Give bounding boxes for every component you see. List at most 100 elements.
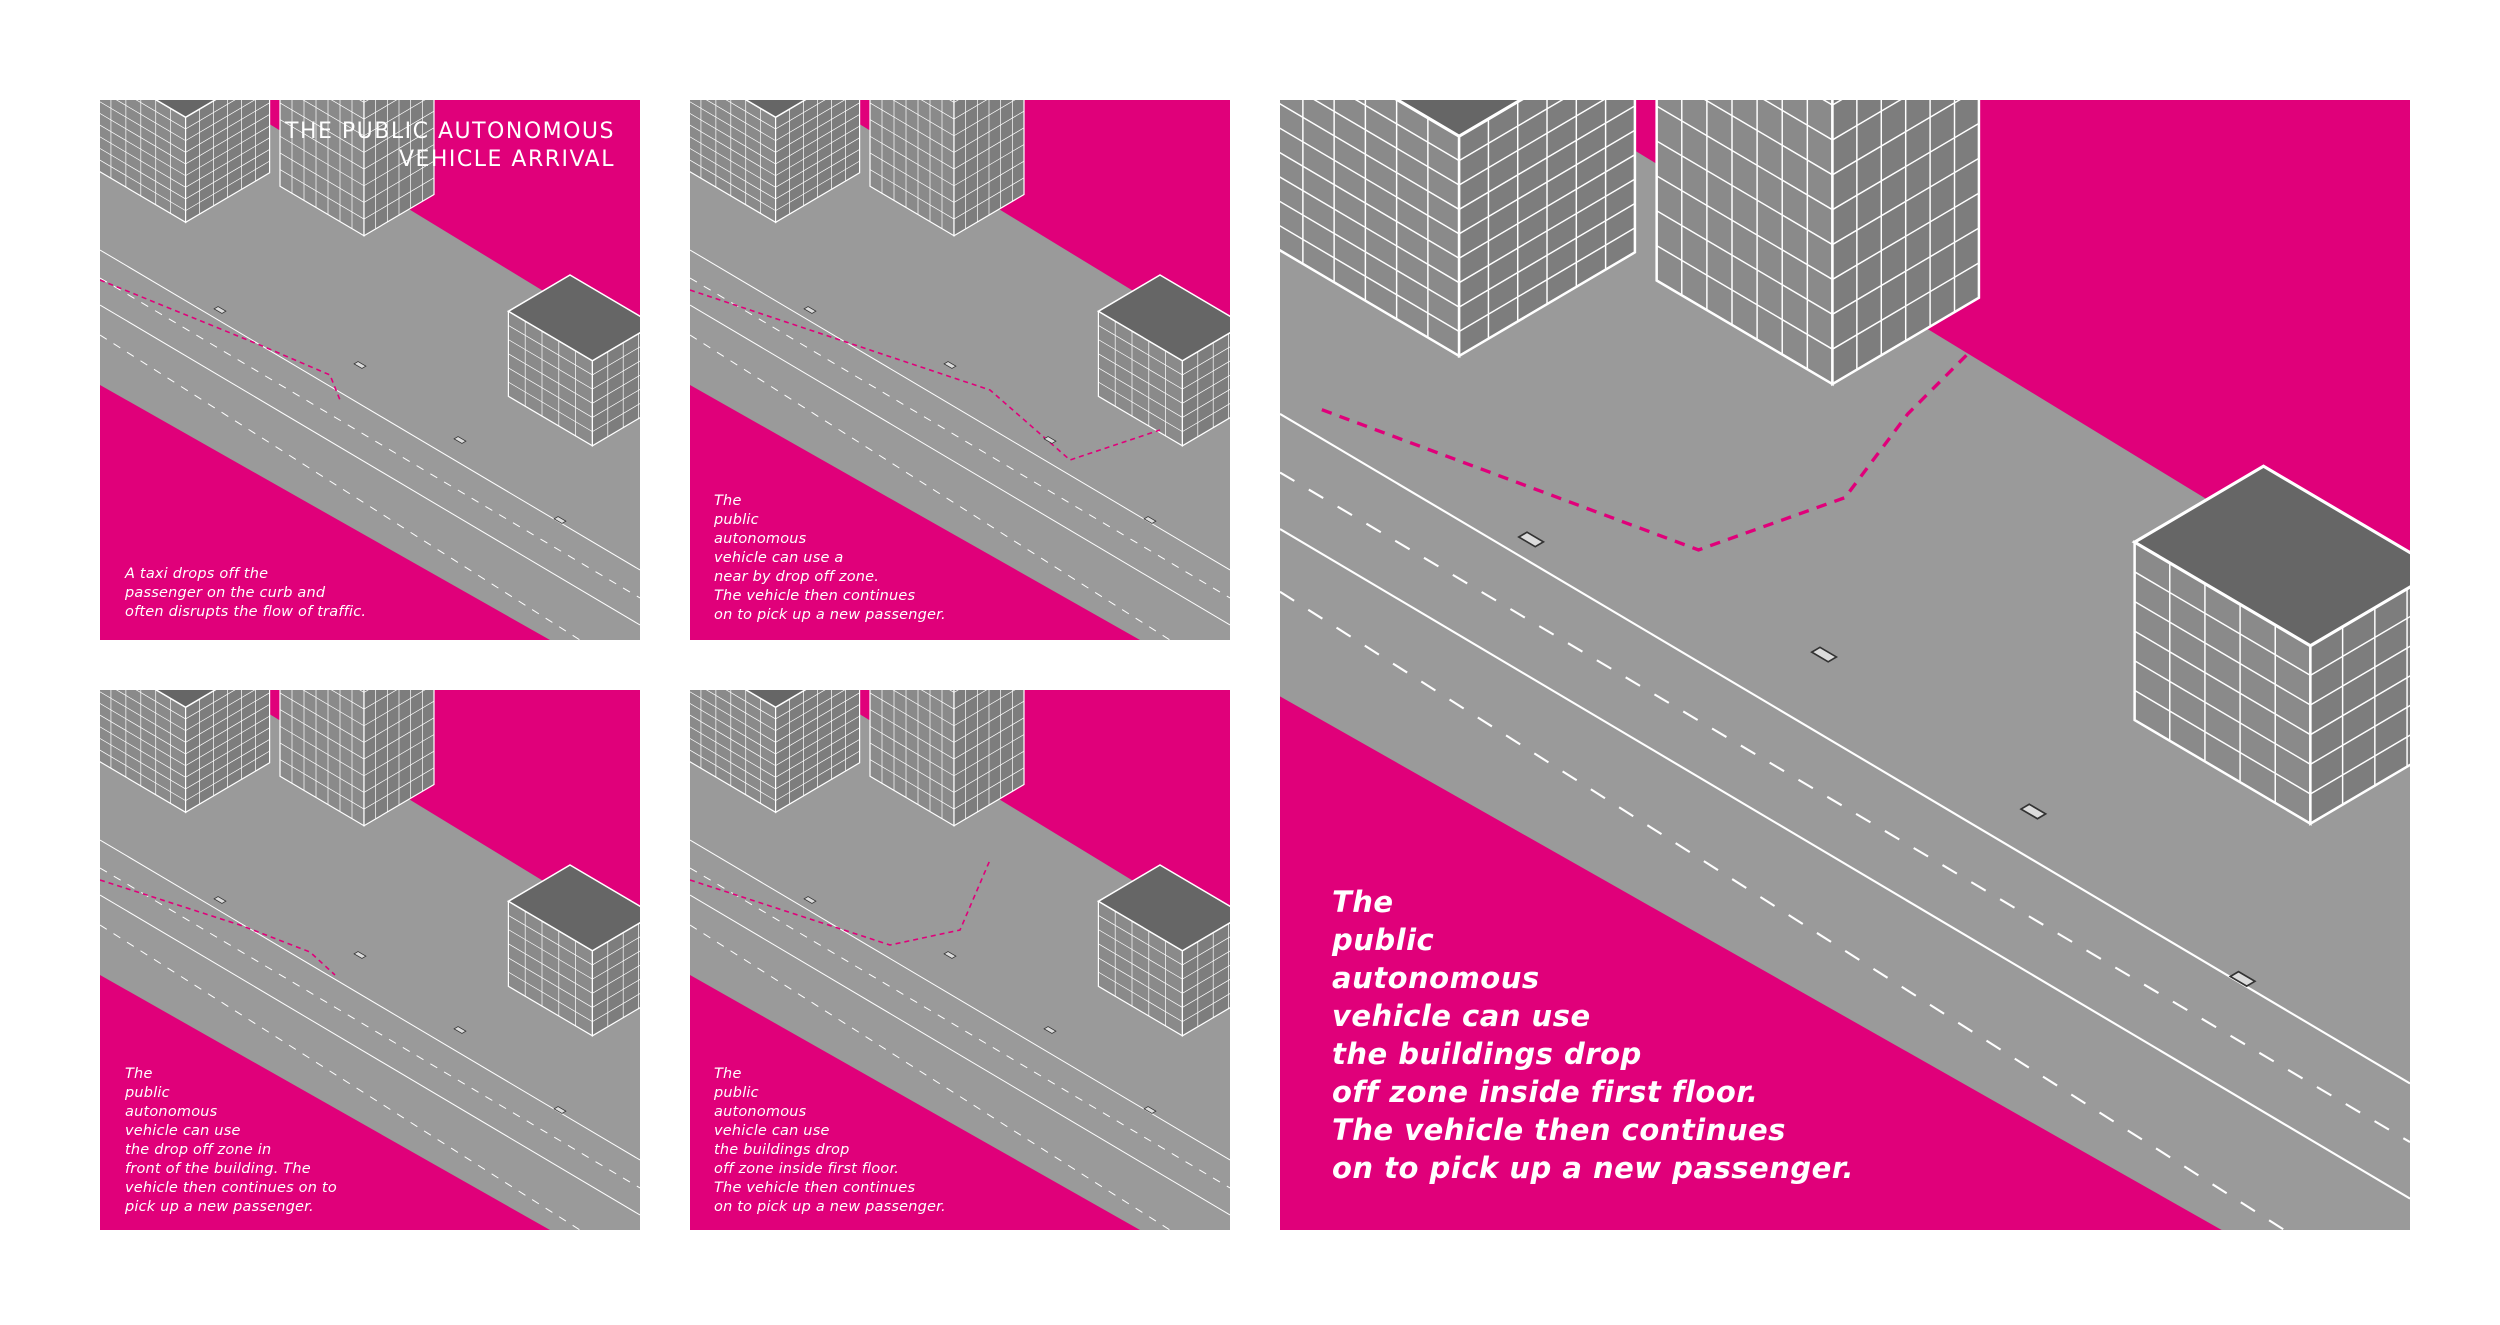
- facade-floor-line: [869, 119, 955, 170]
- facade-floor-line: [869, 692, 955, 743]
- car: [1810, 646, 1839, 663]
- main-apartment-building: [279, 100, 435, 237]
- building-roof: [744, 690, 807, 709]
- curb-line: [690, 304, 1230, 626]
- facade-floor-line: [279, 742, 365, 793]
- facade-floor-line: [920, 690, 955, 710]
- car: [353, 361, 367, 369]
- street-area: [690, 100, 1230, 640]
- car: [803, 896, 817, 904]
- facade-floor-line: [1098, 929, 1183, 980]
- building-roof: [506, 274, 640, 362]
- facade-floor-line: [508, 957, 593, 1008]
- car: [553, 1106, 567, 1114]
- vehicle-route-path: [1321, 349, 1972, 552]
- facade-floor-line: [1098, 367, 1183, 418]
- facade-floor-line: [279, 152, 365, 203]
- facade-floor-line: [330, 100, 365, 120]
- building-front-facade: [869, 100, 955, 237]
- facade-floor-line: [508, 353, 593, 404]
- facade-floor-line: [508, 367, 593, 418]
- facade-floor-line: [892, 690, 955, 727]
- facade-floor-line: [869, 709, 955, 760]
- building-roof: [1394, 100, 1524, 139]
- panel-internal-dropoff-zone: The public autonomous vehicle can use th…: [690, 690, 1230, 1230]
- facade-floor-line: [1098, 971, 1183, 1022]
- curb-line: [100, 894, 640, 1216]
- facade-floor-line: [1098, 339, 1183, 390]
- vehicle-route-path: [100, 879, 336, 976]
- figure-title: THE PUBLIC AUTONOMOUS VEHICLE ARRIVAL: [285, 119, 615, 172]
- facade-floor-line: [508, 915, 593, 966]
- curb-line: [1280, 412, 2410, 1085]
- panel-large-internal-dropoff: The public autonomous vehicle can use th…: [1280, 100, 2410, 1230]
- main-apartment-building: [279, 690, 435, 827]
- car: [1517, 531, 1546, 548]
- facade-floor-line: [279, 119, 365, 170]
- building-roof: [1096, 864, 1230, 952]
- facade-floor-line: [2134, 600, 2311, 706]
- facade-floor-line: [1656, 140, 1833, 246]
- facade-floor-line: [1098, 381, 1183, 432]
- car: [2019, 803, 2048, 820]
- facade-floor-line: [869, 742, 955, 793]
- facade-floor-line: [869, 102, 955, 153]
- corner-apartment-building: [1096, 864, 1230, 1037]
- building-roof: [744, 100, 807, 119]
- car: [2228, 970, 2257, 988]
- car: [1043, 436, 1057, 444]
- curb-line: [100, 304, 640, 626]
- facade-floor-line: [279, 102, 365, 153]
- curb-line: [690, 249, 1230, 571]
- car: [213, 896, 227, 904]
- facade-floor-line: [1098, 325, 1183, 376]
- curb-line: [100, 249, 640, 571]
- facade-floor-line: [279, 135, 365, 187]
- corner-apartment-building: [506, 864, 640, 1037]
- panel-taxi-dropoff: THE PUBLIC AUTONOMOUS VEHICLE ARRIVAL A …: [100, 100, 640, 640]
- facade-floor-line: [869, 135, 955, 187]
- car: [943, 951, 957, 959]
- building-front-facade: [279, 690, 365, 827]
- city-scene-illustration: [100, 690, 640, 1230]
- facade-floor-line: [508, 339, 593, 390]
- facade-floor-line: [508, 943, 593, 994]
- facade-floor-line: [279, 692, 365, 743]
- facade-floor-line: [1656, 175, 1833, 281]
- city-scene-illustration: [690, 100, 1230, 640]
- facade-floor-line: [279, 169, 365, 220]
- facade-floor-line: [508, 325, 593, 376]
- corner-apartment-building: [1096, 274, 1230, 447]
- city-scene-illustration: [100, 100, 640, 640]
- facade-floor-line: [920, 100, 955, 120]
- building-front-facade: [869, 690, 955, 827]
- building-front-facade: [1655, 100, 1834, 387]
- car: [803, 306, 817, 314]
- curb-line: [690, 894, 1230, 1216]
- background-apartment-building: [690, 690, 861, 814]
- background-apartment-building: [100, 690, 271, 814]
- curb-line: [690, 839, 1230, 1161]
- facade-floor-line: [1098, 353, 1183, 404]
- curb-line: [100, 839, 640, 1161]
- facade-floor-line: [508, 971, 593, 1022]
- facade-floor-line: [2134, 630, 2311, 736]
- panel-caption: The public autonomous vehicle can use th…: [1332, 885, 1854, 1185]
- city-scene-illustration: [1280, 100, 2410, 1230]
- car: [353, 951, 367, 959]
- building-front-facade: [279, 100, 365, 237]
- building-roof: [1096, 274, 1230, 362]
- facade-floor-line: [302, 100, 365, 137]
- background-apartment-building: [100, 100, 271, 224]
- facade-floor-line: [302, 690, 365, 727]
- facade-floor-line: [1656, 210, 1833, 315]
- building-roof: [2131, 464, 2410, 648]
- main-apartment-building: [869, 690, 1025, 827]
- curb-line: [1280, 528, 2410, 1200]
- facade-floor-line: [2134, 660, 2311, 765]
- city-scene-illustration: [690, 690, 1230, 1230]
- background-apartment-building: [1280, 100, 1637, 359]
- panel-caption: The public autonomous vehicle can use a …: [714, 493, 946, 623]
- panel-nearby-dropoff-zone: The public autonomous vehicle can use a …: [690, 100, 1230, 640]
- street-area: [100, 690, 640, 1230]
